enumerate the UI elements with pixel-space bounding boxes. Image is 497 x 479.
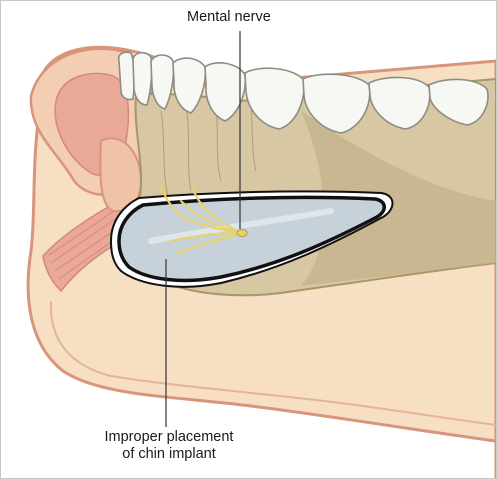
implant-placement-label: Improper placement of chin implant (99, 429, 239, 463)
tooth (244, 67, 305, 130)
mental-nerve-label: Mental nerve (187, 9, 271, 25)
implant-label-line1: Improper placement (104, 429, 234, 445)
tooth (150, 54, 175, 110)
tooth (117, 51, 136, 101)
mental-foramen (236, 229, 248, 237)
tooth (302, 73, 371, 134)
tooth (204, 62, 247, 122)
mental-nerve (159, 185, 243, 255)
tooth (428, 78, 489, 126)
teeth (117, 51, 489, 134)
mandible-shadow (301, 111, 496, 286)
implant-label-line2: of chin implant (122, 446, 216, 462)
tooth (368, 76, 431, 130)
tooth (132, 51, 153, 106)
tooth (172, 57, 207, 114)
